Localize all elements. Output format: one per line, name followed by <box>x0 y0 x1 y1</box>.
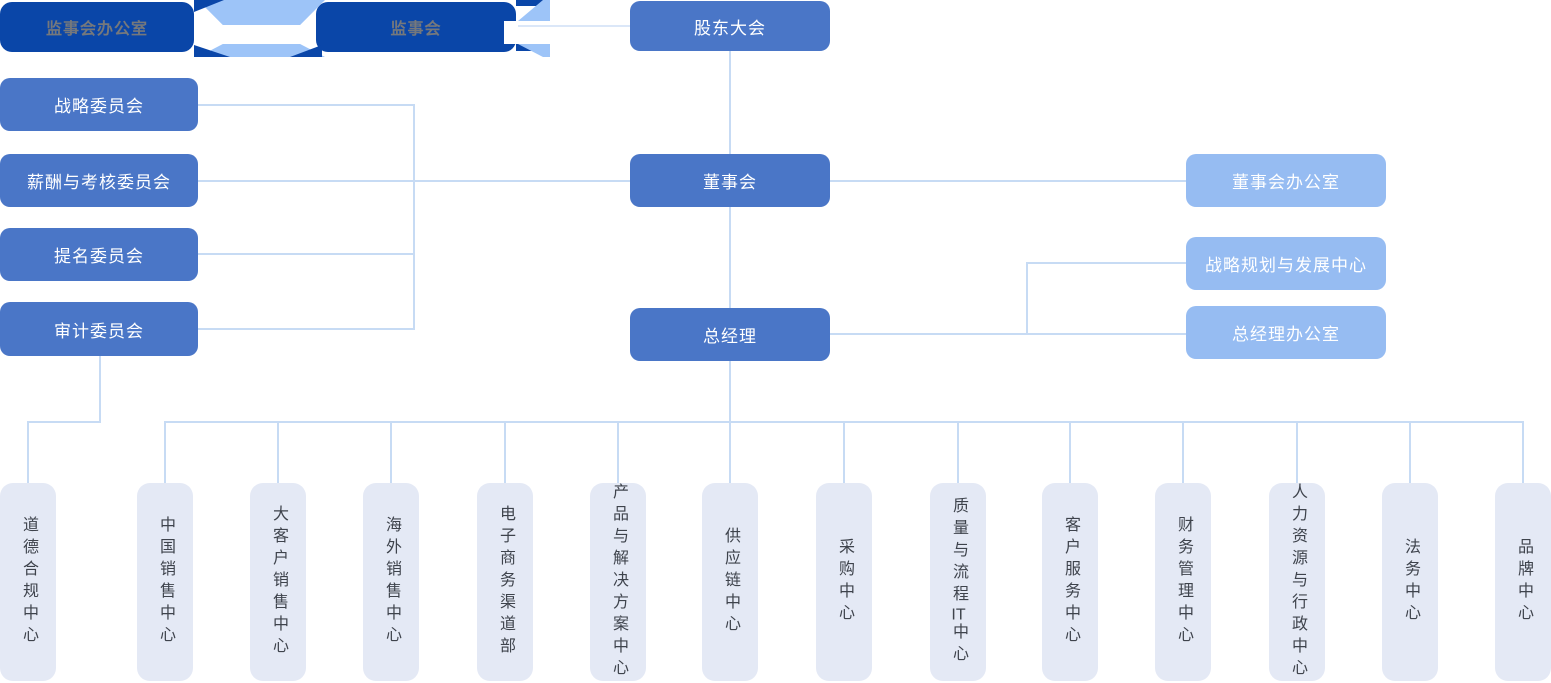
decorative-shape <box>197 44 325 57</box>
node-board-office: 董事会办公室 <box>1186 154 1386 207</box>
connector <box>413 104 415 330</box>
node-label: 董事会办公室 <box>1232 173 1340 192</box>
node-department: 道德合规中心 <box>0 483 56 681</box>
connector <box>27 421 29 483</box>
node-label: 财务管理中心 <box>1175 516 1192 648</box>
node-label: 薪酬与考核委员会 <box>27 173 171 192</box>
node-gm-office: 总经理办公室 <box>1186 306 1386 359</box>
node-label: 供应链中心 <box>722 527 739 637</box>
connector <box>277 421 279 483</box>
node-label: 品牌中心 <box>1515 538 1532 626</box>
node-department: 产品与解决方案中心 <box>590 483 646 681</box>
node-department: 法务中心 <box>1382 483 1438 681</box>
connector <box>197 104 415 106</box>
node-label: 客户服务中心 <box>1062 516 1079 648</box>
node-department: 品牌中心 <box>1495 483 1551 681</box>
node-label: 中国销售中心 <box>157 516 174 648</box>
node-label: 海外销售中心 <box>383 516 400 648</box>
node-label: 审计委员会 <box>54 321 144 341</box>
connector <box>830 180 1186 182</box>
node-general-manager: 总经理 <box>630 308 830 361</box>
connector <box>504 421 506 483</box>
node-department: 财务管理中心 <box>1155 483 1211 681</box>
node-label: 产品与解决方案中心 <box>610 483 627 681</box>
node-strategy-committee: 战略委员会 <box>0 78 198 131</box>
connector <box>1522 421 1524 483</box>
connector <box>27 421 101 423</box>
node-department: 海外销售中心 <box>363 483 419 681</box>
node-label: 法务中心 <box>1402 538 1419 626</box>
node-supervisory-board-office: 监事会办公室 <box>0 2 194 52</box>
node-label: 电子商务渠道部 <box>497 505 514 659</box>
node-department: 客户服务中心 <box>1042 483 1098 681</box>
connector <box>197 328 415 330</box>
node-label: 董事会 <box>703 173 757 192</box>
node-board-of-directors: 董事会 <box>630 154 830 207</box>
node-label: 提名委员会 <box>54 247 144 266</box>
connector <box>729 206 731 309</box>
decorative-shape <box>197 0 325 25</box>
node-label: 大客户销售中心 <box>270 505 287 659</box>
node-label: 股东大会 <box>694 18 766 38</box>
connector <box>1026 262 1028 335</box>
node-label: 采购中心 <box>836 538 853 626</box>
connector <box>843 421 845 483</box>
connector <box>729 421 731 483</box>
connector <box>617 421 619 483</box>
node-department: 采购中心 <box>816 483 872 681</box>
decorative-shape <box>518 25 630 27</box>
connector <box>197 253 415 255</box>
connector <box>957 421 959 483</box>
node-label: 监事会办公室 <box>45 21 148 38</box>
connector <box>1409 421 1411 483</box>
node-audit-committee: 审计委员会 <box>0 302 198 356</box>
connector <box>390 421 392 483</box>
node-shareholders-meeting: 股东大会 <box>630 1 830 51</box>
node-department: 中国销售中心 <box>137 483 193 681</box>
node-strategic-planning-center: 战略规划与发展中心 <box>1186 237 1386 290</box>
node-compensation-committee: 薪酬与考核委员会 <box>0 154 198 207</box>
node-label: 监事会 <box>390 21 442 38</box>
node-department: 供应链中心 <box>702 483 758 681</box>
node-label: 道德合规中心 <box>20 516 37 648</box>
connector <box>1069 421 1071 483</box>
node-nomination-committee: 提名委员会 <box>0 228 198 281</box>
connector <box>729 51 731 155</box>
node-supervisory-board: 监事会 <box>316 2 516 52</box>
connector <box>1182 421 1184 483</box>
node-department: 人力资源与行政中心 <box>1269 483 1325 681</box>
connector <box>1296 421 1298 483</box>
node-label: 战略规划与发展中心 <box>1205 256 1367 275</box>
connector <box>164 421 166 483</box>
connector <box>1026 262 1186 264</box>
node-department: 质量与流程IT中心 <box>930 483 986 681</box>
node-label: 总经理办公室 <box>1232 325 1340 344</box>
connector <box>729 360 731 423</box>
node-label: 人力资源与行政中心 <box>1289 483 1306 681</box>
decorative-shape <box>194 25 316 44</box>
connector <box>830 333 1186 335</box>
node-department: 电子商务渠道部 <box>477 483 533 681</box>
connector <box>99 356 101 423</box>
node-department: 大客户销售中心 <box>250 483 306 681</box>
node-label: 质量与流程IT中心 <box>950 497 967 667</box>
node-label: 战略委员会 <box>54 97 144 116</box>
node-label: 总经理 <box>703 327 757 346</box>
decorative-shape <box>516 0 544 6</box>
